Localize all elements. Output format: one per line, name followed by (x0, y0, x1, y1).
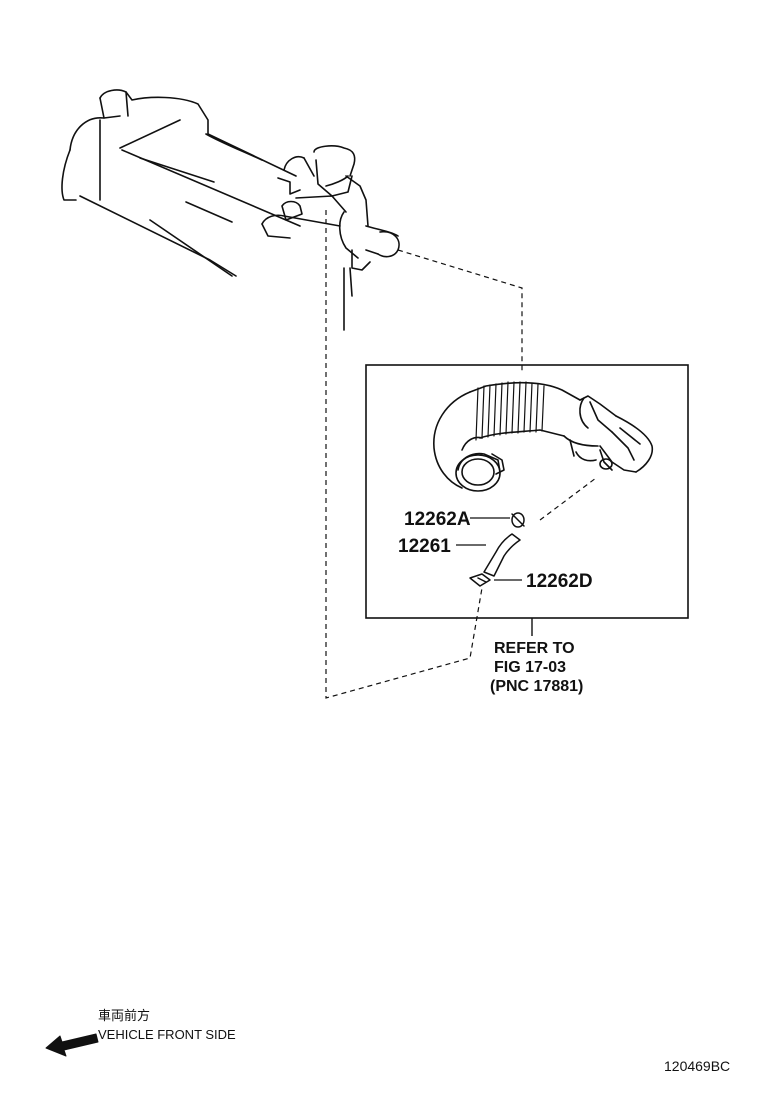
detail-box (365, 364, 689, 619)
reference-line-3: (PNC 17881) (490, 678, 583, 695)
clamp-part-12262a (511, 512, 525, 528)
reference-line-1: REFER TO (494, 640, 575, 657)
leader-lines (325, 210, 597, 699)
small-parts (469, 512, 525, 587)
label-leaders (456, 517, 522, 581)
hose-part-12261 (483, 533, 521, 577)
direction-label-japanese: 車両前方 (98, 1008, 150, 1023)
hose-bellows (475, 381, 545, 441)
left-arrow-icon (45, 1033, 99, 1057)
figure-code: 120469BC (664, 1058, 730, 1074)
part-label-12262d: 12262D (526, 571, 593, 592)
part-label-12261: 12261 (398, 536, 451, 557)
direction-label-english: VEHICLE FRONT SIDE (98, 1027, 236, 1042)
engine-outline (61, 89, 400, 331)
reference-line-2: FIG 17-03 (494, 659, 566, 676)
clamp-part-12262d (469, 573, 491, 587)
intake-hose (433, 381, 654, 492)
part-label-12262a: 12262A (404, 509, 471, 530)
